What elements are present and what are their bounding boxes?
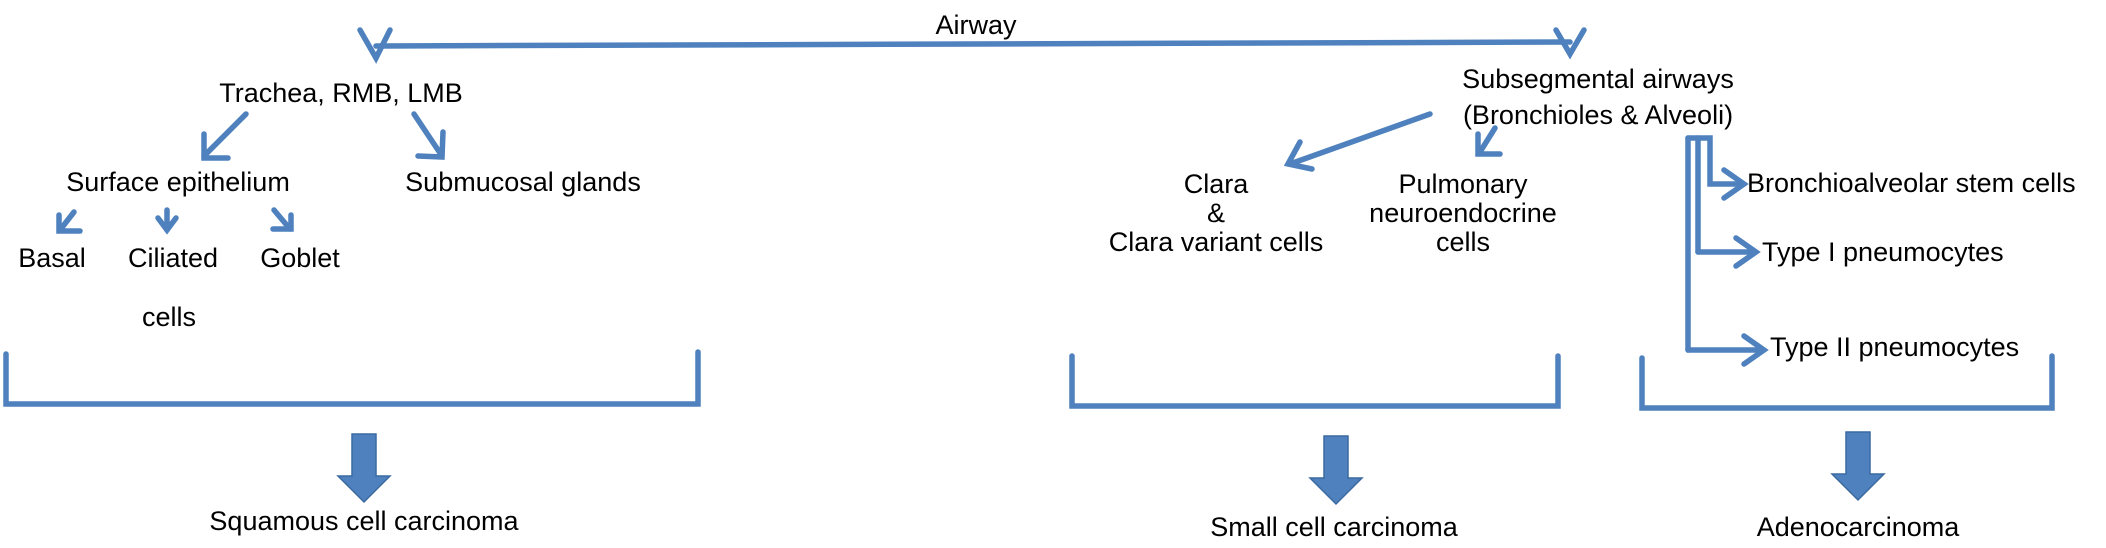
subsegmental-to-pulmonary-line — [1477, 125, 1498, 155]
airway-split-line — [373, 39, 1573, 49]
airway-label: Airway — [935, 10, 1017, 40]
bronchioalveolar-arrowhead — [1721, 167, 1749, 201]
adenocarcinoma-label: Adenocarcinoma — [1756, 512, 1960, 542]
small-cell-carcinoma-label: Small cell carcinoma — [1210, 512, 1458, 542]
submucosal-glands-label: Submucosal glands — [405, 167, 641, 197]
type2-pneumocytes-label: Type II pneumocytes — [1770, 332, 2020, 362]
ciliated-cells-label: cells — [141, 302, 197, 332]
type2-arrowhead — [1741, 333, 1769, 367]
epithelium-to-goblet-line — [271, 207, 293, 232]
epithelium-to-ciliated-arrowhead — [155, 215, 179, 235]
ciliated-label: Ciliated — [127, 243, 219, 273]
subsegmental-to-clara-line — [1287, 111, 1433, 167]
pulmonary-neuroendocrine-label: Pulmonary neuroendocrine cells — [1369, 169, 1557, 257]
squamous-down-arrow — [336, 433, 392, 504]
subsegmental-to-clara-arrowhead — [1283, 139, 1315, 172]
subsegmental-label-line2: (Bronchioles & Alveoli) — [1462, 100, 1734, 130]
surface-epithelium-label: Surface epithelium — [66, 167, 290, 197]
squamous-bracket — [3, 349, 701, 407]
epithelium-to-goblet-arrowhead — [270, 212, 294, 232]
clara-label: Clara & Clara variant cells — [1108, 169, 1324, 257]
trachea-to-epithelium-arrowhead — [201, 131, 231, 161]
trachea-to-epithelium-line — [201, 111, 249, 159]
small-cell-down-arrow — [1308, 435, 1364, 506]
epithelium-to-basal-line — [57, 209, 77, 233]
basal-label: Basal — [18, 243, 86, 273]
trachea-label: Trachea, RMB, LMB — [219, 78, 463, 108]
goblet-label: Goblet — [260, 243, 340, 273]
airway-right-arrowhead — [1553, 27, 1587, 60]
type1-pneumocytes-label: Type I pneumocytes — [1762, 237, 2004, 267]
trachea-to-glands-arrowhead — [415, 129, 446, 160]
epithelium-to-basal-arrowhead — [56, 212, 83, 234]
small-cell-bracket — [1069, 353, 1561, 409]
type1-arrowhead — [1733, 235, 1761, 269]
adeno-down-arrow — [1830, 431, 1886, 502]
airway-left-arrowhead — [357, 27, 393, 64]
subsegmental-to-pulmonary-arrowhead — [1475, 131, 1503, 157]
subsegmental-label-line1: Subsegmental airways — [1462, 64, 1734, 94]
trachea-to-glands-line — [411, 111, 445, 159]
squamous-cell-carcinoma-label: Squamous cell carcinoma — [209, 506, 519, 536]
bronchioalveolar-stem-cells-label: Bronchioalveolar stem cells — [1747, 168, 2076, 198]
adeno-bracket — [1639, 353, 2055, 411]
